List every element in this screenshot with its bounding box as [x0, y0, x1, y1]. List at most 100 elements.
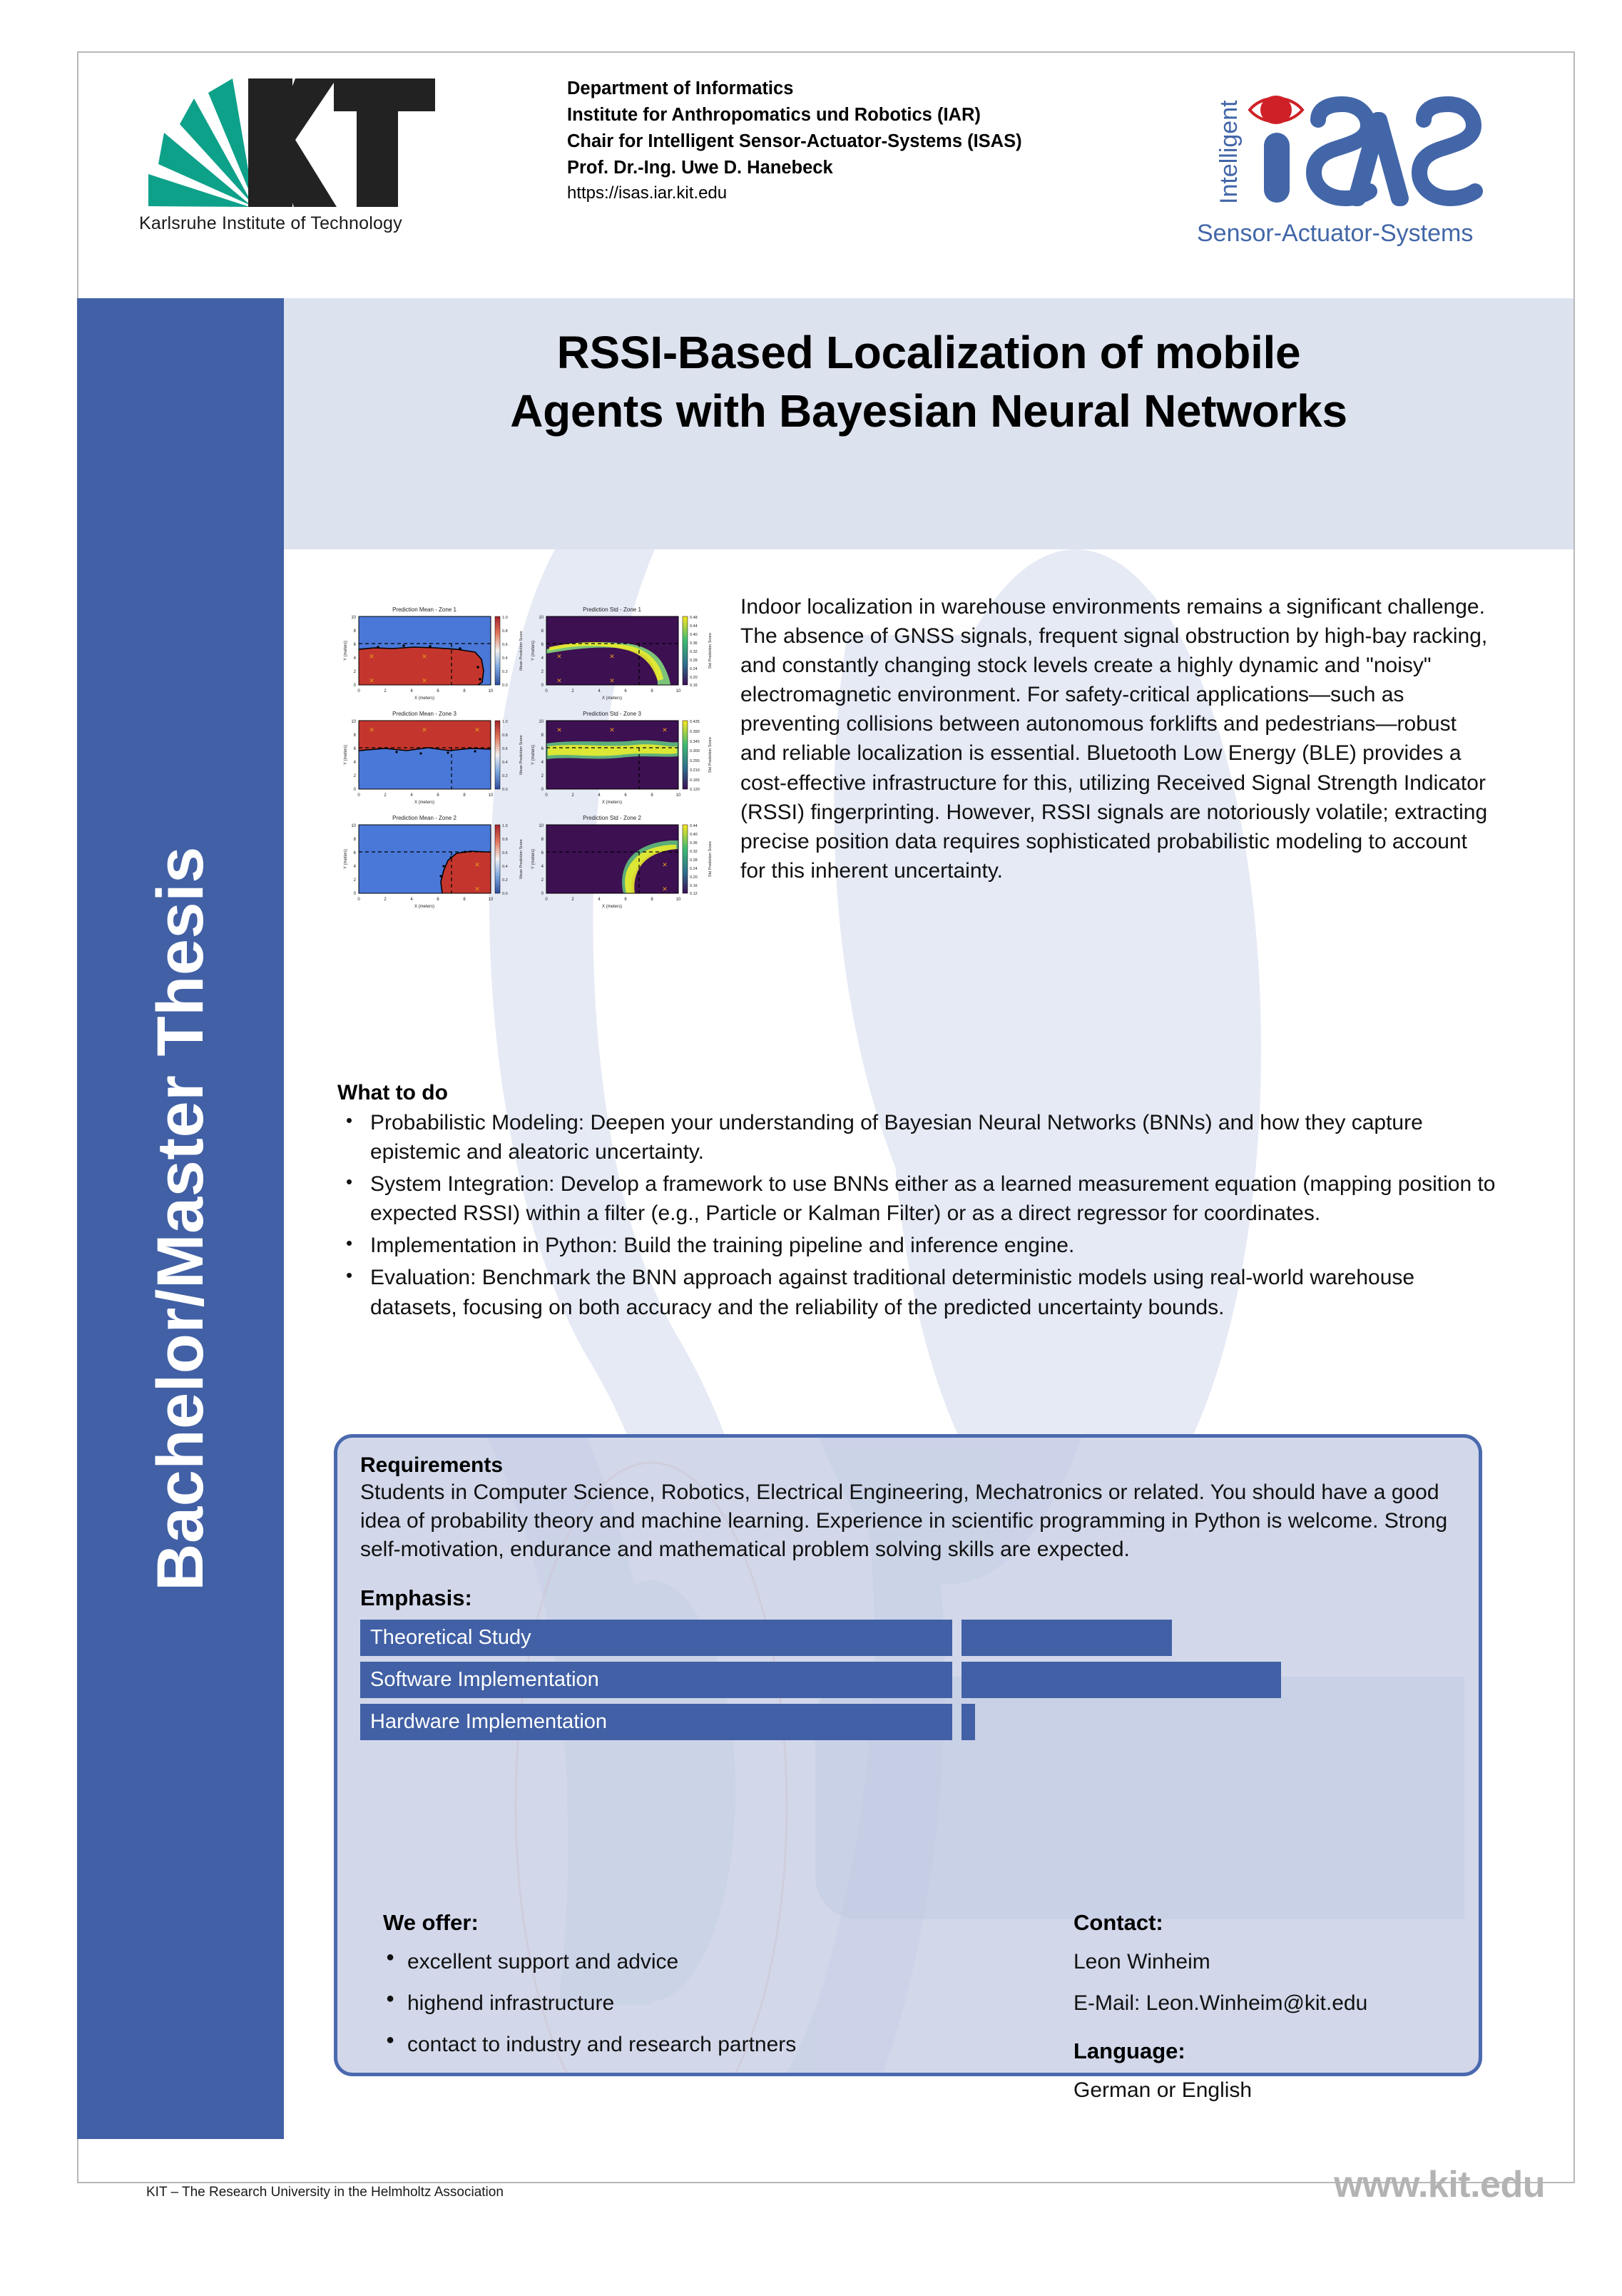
- svg-text:✕: ✕: [422, 726, 427, 733]
- list-item: Evaluation: Benchmark the BNN approach a…: [337, 1263, 1507, 1321]
- svg-text:10: 10: [489, 793, 494, 798]
- svg-text:10: 10: [539, 824, 544, 828]
- kit-logo: [143, 74, 464, 253]
- svg-text:6: 6: [541, 747, 544, 751]
- fig-title-mean-zone1: Prediction Mean - Zone 1: [392, 606, 456, 613]
- svg-text:X (meters): X (meters): [602, 801, 622, 805]
- kit-tagline: Karlsruhe Institute of Technology: [139, 213, 402, 233]
- svg-text:6: 6: [437, 793, 439, 798]
- svg-text:2: 2: [384, 793, 387, 798]
- svg-text:2: 2: [384, 689, 387, 694]
- svg-text:0.8: 0.8: [502, 733, 508, 738]
- svg-text:0.300: 0.300: [690, 749, 700, 753]
- svg-text:0.6: 0.6: [502, 643, 508, 647]
- svg-text:10: 10: [489, 689, 494, 694]
- emphasis-chart: Theoretical Study Software Implementatio…: [360, 1619, 1459, 1740]
- svg-text:10: 10: [539, 720, 544, 724]
- svg-text:8: 8: [354, 629, 357, 634]
- dept-line-4: Prof. Dr.-Ing. Uwe D. Hanebeck: [567, 157, 833, 178]
- contact-email[interactable]: E-Mail: Leon.Winheim@kit.edu: [1073, 1991, 1368, 2015]
- svg-text:0: 0: [541, 892, 544, 896]
- figure-row-zone2: Prediction Mean - Zone 2 ✕✕: [335, 808, 735, 912]
- svg-text:0.36: 0.36: [690, 841, 698, 845]
- svg-text:Y (meters): Y (meters): [531, 641, 536, 661]
- fig-title-std-zone3: Prediction Std - Zone 3: [583, 711, 641, 717]
- svg-text:Y (meters): Y (meters): [531, 849, 536, 869]
- requirements-heading: Requirements: [360, 1453, 504, 1477]
- svg-text:6: 6: [624, 898, 627, 902]
- svg-text:0: 0: [357, 689, 360, 694]
- svg-text:6: 6: [354, 643, 357, 647]
- intro-paragraph-block: Indoor localization in warehouse environ…: [284, 592, 1496, 885]
- svg-text:10: 10: [676, 793, 681, 798]
- list-item: highend infrastructure: [383, 1991, 925, 2016]
- we-offer-section: We offer: excellent support and advice h…: [383, 1910, 925, 2074]
- dept-url[interactable]: https://isas.iar.kit.edu: [567, 183, 728, 203]
- we-offer-heading: We offer:: [383, 1910, 479, 1935]
- svg-text:0: 0: [357, 793, 360, 798]
- svg-text:✕: ✕: [609, 653, 615, 660]
- svg-text:4: 4: [598, 793, 601, 798]
- svg-text:0: 0: [541, 684, 544, 688]
- svg-text:0.6: 0.6: [502, 851, 508, 855]
- svg-text:✕: ✕: [662, 885, 668, 893]
- requirements-body: Requirements Students in Computer Scienc…: [360, 1453, 1459, 2102]
- svg-text:8: 8: [541, 733, 544, 738]
- svg-text:✕: ✕: [369, 677, 374, 684]
- svg-text:0: 0: [354, 788, 357, 792]
- svg-text:✕: ✕: [662, 861, 668, 868]
- svg-text:10: 10: [351, 720, 356, 724]
- svg-text:✕: ✕: [556, 726, 562, 733]
- svg-text:Std Prediction Score: Std Prediction Score: [708, 633, 713, 669]
- emphasis-label: Theoretical Study: [360, 1619, 952, 1656]
- what-to-do-section: What to do Probabilistic Modeling: Deepe…: [337, 1081, 1507, 1325]
- intro-section: Indoor localization in warehouse environ…: [284, 592, 1496, 929]
- svg-text:Y (meters): Y (meters): [531, 745, 536, 765]
- svg-text:0.165: 0.165: [690, 778, 700, 783]
- svg-text:0.44: 0.44: [690, 824, 698, 828]
- svg-text:✕: ✕: [474, 885, 480, 893]
- svg-text:X (meters): X (meters): [414, 905, 434, 909]
- svg-text:10: 10: [676, 689, 681, 694]
- svg-text:0.40: 0.40: [690, 833, 698, 837]
- svg-text:X (meters): X (meters): [414, 801, 434, 805]
- poster-header: Karlsruhe Institute of Technology Depart…: [78, 53, 1573, 298]
- footer-kit-url[interactable]: www.kit.edu: [1334, 2164, 1545, 2205]
- language-heading: Language:: [1073, 2038, 1185, 2063]
- svg-text:0.390: 0.390: [690, 730, 700, 734]
- svg-text:2: 2: [354, 774, 357, 778]
- emphasis-bar: [962, 1703, 975, 1740]
- list-item: contact to industry and research partner…: [383, 2032, 925, 2057]
- svg-text:0.2: 0.2: [502, 670, 508, 674]
- svg-text:10: 10: [351, 824, 356, 828]
- what-to-do-heading: What to do: [337, 1081, 448, 1104]
- fig-title-mean-zone3: Prediction Mean - Zone 3: [392, 711, 456, 717]
- svg-text:0.12: 0.12: [690, 892, 698, 896]
- svg-text:0.255: 0.255: [690, 759, 700, 763]
- svg-text:0.8: 0.8: [502, 629, 508, 634]
- svg-text:0.435: 0.435: [690, 720, 700, 724]
- isas-s2: [1411, 96, 1483, 207]
- svg-text:4: 4: [354, 865, 357, 869]
- svg-text:0.8: 0.8: [502, 838, 508, 842]
- svg-text:1.0: 1.0: [502, 824, 508, 828]
- figure-float-spacer: [284, 592, 740, 929]
- svg-text:6: 6: [541, 643, 544, 647]
- svg-text:Mean Prediction Score: Mean Prediction Score: [519, 631, 524, 671]
- svg-text:0.120: 0.120: [690, 788, 700, 792]
- isas-logo: Intelligent Sensor-Actuator-Systems: [1193, 76, 1492, 250]
- fig-title-std-zone1: Prediction Std - Zone 1: [583, 606, 641, 613]
- svg-text:2: 2: [541, 670, 544, 674]
- svg-text:10: 10: [539, 616, 544, 620]
- sidebar-thesis-banner: Bachelor/Master Thesis: [77, 298, 284, 2139]
- svg-text:0.6: 0.6: [502, 747, 508, 751]
- svg-text:10: 10: [676, 898, 681, 902]
- title-line-1: RSSI-Based Localization of mobile: [556, 327, 1301, 378]
- svg-text:0: 0: [354, 684, 357, 688]
- svg-text:6: 6: [437, 898, 439, 902]
- title-band: RSSI-Based Localization of mobile Agents…: [284, 298, 1573, 549]
- svg-text:0.0: 0.0: [502, 684, 508, 688]
- svg-text:6: 6: [624, 689, 627, 694]
- isas-s1: [1305, 96, 1377, 207]
- svg-text:6: 6: [624, 793, 627, 798]
